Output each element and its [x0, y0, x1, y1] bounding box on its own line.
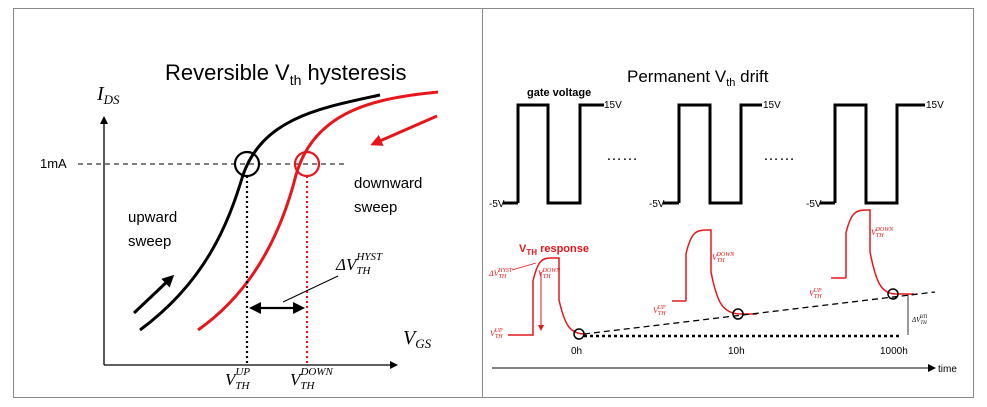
vth-response-wave-1 [508, 257, 587, 336]
drift-trend-line [583, 291, 936, 335]
time-axis-label: time [938, 364, 957, 375]
vth-down-small-2: VTHDOWN [712, 252, 735, 264]
vth-down-small-1: VTHDOWN [538, 268, 561, 280]
gate-pulse-1 [516, 103, 604, 205]
vth-down-label: VTHDOWN [290, 366, 334, 392]
right-title: Permanent Vth drift [627, 67, 769, 89]
figure-border [13, 8, 974, 398]
delta-vth-bti-label: ΔVTHBTI [911, 315, 928, 326]
drift-marker-10h [732, 308, 744, 320]
time-label-10h: 10h [728, 346, 745, 357]
low-level-2: -5V [649, 199, 665, 210]
upward-arrow [132, 274, 175, 315]
gate-pulse-3 [833, 103, 925, 205]
delta-vth-hyst-label: ΔVTHHYST [335, 251, 383, 277]
left-title: Reversible Vth hysteresis [165, 60, 407, 88]
drift-marker-1000h [887, 288, 899, 300]
x-axis-label: VGS [403, 327, 432, 351]
continuation-dots-2: …… [763, 147, 795, 164]
vth-up-small-3: VTHUP [809, 288, 822, 300]
y-axis-label: IDS [96, 83, 120, 107]
vth-response-wave-2 [685, 229, 741, 315]
high-level-1: 15V [604, 100, 622, 111]
high-level-3: 15V [926, 100, 944, 111]
vth-up-small-1: VTHUP [490, 328, 503, 340]
left-panel: Reversible Vth hysteresis IDS VGS 1mA up… [40, 60, 439, 392]
vth-response-label: VTH response [519, 243, 589, 257]
downward-label-1: downward [354, 175, 422, 192]
delta-vth-hyst-small: ΔVTHHYST [488, 268, 513, 280]
downward-arrow [370, 114, 438, 146]
vth-response-wave-3 [845, 209, 897, 295]
vth-up-small-2: VTHUP [653, 305, 666, 317]
low-level-1: -5V [489, 199, 505, 210]
high-level-2: 15V [763, 100, 781, 111]
low-level-3: -5V [806, 199, 822, 210]
hysteresis-leader-line [282, 275, 339, 303]
time-label-1000h: 1000h [880, 346, 908, 357]
vth-down-small-3: VTHDOWN [871, 227, 894, 239]
downward-label-2: sweep [354, 199, 397, 216]
gate-voltage-label: gate voltage [527, 87, 591, 99]
continuation-dots-1: …… [606, 147, 638, 164]
hysteresis-leader [511, 262, 537, 271]
current-level-label: 1mA [40, 156, 67, 171]
upward-label-1: upward [128, 209, 177, 226]
vth-up-label: VTHUP [225, 366, 251, 392]
downward-sweep-curve [197, 90, 439, 332]
time-label-0h: 0h [571, 346, 582, 357]
upward-label-2: sweep [128, 233, 171, 250]
right-panel: Permanent Vth drift gate voltage 15V 15V… [488, 67, 957, 375]
gate-pulse-2 [677, 103, 762, 205]
